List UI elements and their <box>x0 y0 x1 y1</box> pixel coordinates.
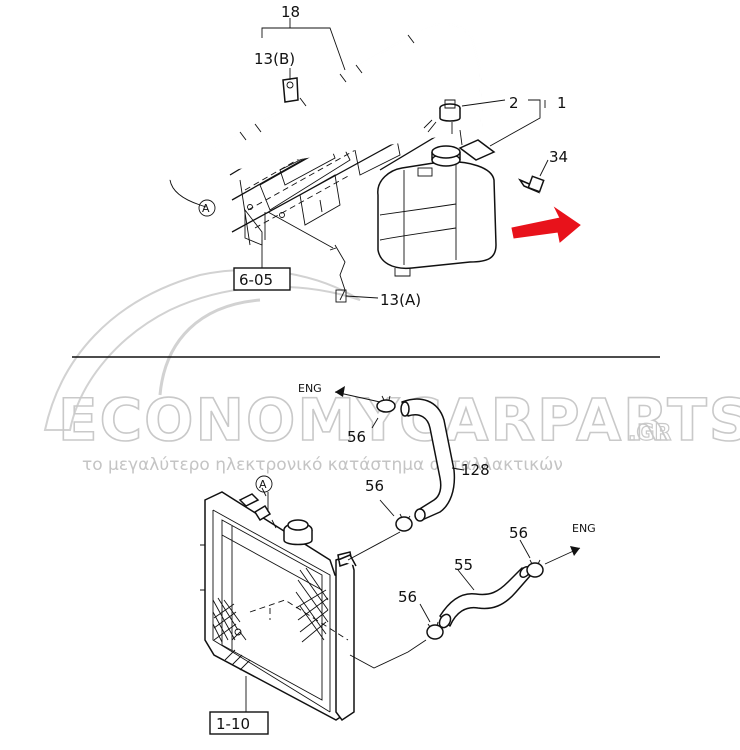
upper-leader-lines <box>199 18 549 299</box>
highlight-arrow-icon <box>511 206 581 243</box>
watermark-brand: ECONOMYCARPARTS <box>58 386 740 454</box>
callout-56-top: 56 <box>347 428 366 446</box>
eng-arrow-top-icon <box>334 386 381 403</box>
marker-a-bottom-label: A <box>259 478 267 491</box>
radiator-fins <box>212 567 329 643</box>
lower-assembly: ENG <box>200 382 596 735</box>
siphon-hose-18 <box>169 22 484 206</box>
callout-18: 18 <box>281 3 300 21</box>
ref-box-110 <box>209 711 269 735</box>
cap-2-icon <box>423 99 461 134</box>
callout-2: 2 <box>509 94 519 112</box>
ref-605: 6-05 <box>239 271 273 289</box>
callout-56-right: 56 <box>509 524 528 542</box>
callout-1: 1 <box>557 94 567 112</box>
clip-13b-icon <box>282 77 299 103</box>
marker-a-top-label: A <box>202 202 210 215</box>
reservoir-tank <box>377 129 497 277</box>
clamp-56-top-icon <box>376 395 396 413</box>
watermark: ECONOMYCARPARTS .GR το μεγαλύτερο ηλεκτρ… <box>43 268 740 475</box>
callout-56-mid: 56 <box>365 477 384 495</box>
upper-assembly: 18 13(B) 2 1 34 A 6-05 13(A) <box>169 3 581 309</box>
marker-a-bottom <box>255 475 273 493</box>
watermark-tld: .GR <box>628 421 671 446</box>
clamp-56-mid-icon <box>395 513 413 532</box>
eng-arrow-right-icon <box>544 546 581 565</box>
eng-label-right: ENG <box>572 522 596 535</box>
upper-hose-128 <box>400 398 456 522</box>
watermark-car-icon <box>43 268 361 431</box>
lower-hose-55 <box>438 565 531 629</box>
callout-55: 55 <box>454 556 473 574</box>
ref-110: 1-10 <box>216 715 250 733</box>
clamp-56-right-icon <box>526 559 544 578</box>
marker-a-top <box>198 199 216 217</box>
watermark-tagline: το μεγαλύτερο ηλεκτρονικό κατάστημα αντα… <box>82 455 563 475</box>
watermark-swoosh-icon <box>158 298 261 396</box>
bolt-34-icon <box>517 175 545 194</box>
callout-13a: 13(A) <box>380 291 421 309</box>
callout-128: 128 <box>461 461 490 479</box>
clamp-56-bottom-icon <box>426 621 444 640</box>
eng-label-top: ENG <box>298 382 322 395</box>
callout-34: 34 <box>549 148 568 166</box>
callout-13b: 13(B) <box>254 50 295 68</box>
radiator <box>200 491 357 722</box>
callout-56-bottom: 56 <box>398 588 417 606</box>
ref-box-605 <box>233 267 291 291</box>
